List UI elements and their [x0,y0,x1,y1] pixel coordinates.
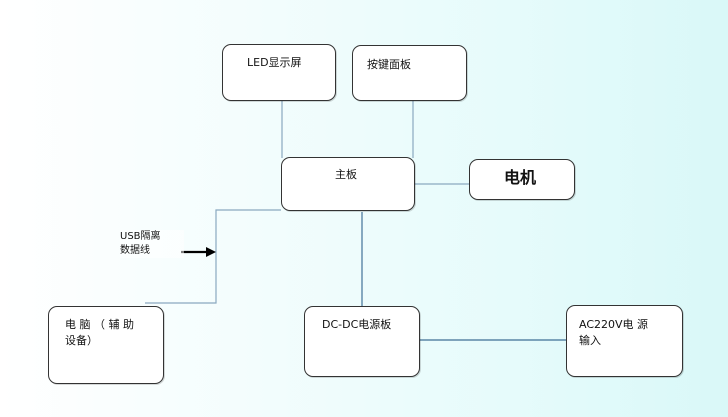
key-panel-box: 按键面板 [352,45,467,101]
mainboard-label: 主板 [335,168,357,181]
usb-label-line2: 数据线 [120,245,150,256]
led-display-label: LED显示屏 [247,56,302,69]
computer-box: 电 脑 （ 辅 助 设备） [48,306,164,384]
dcdc-power-board-box: DC-DC电源板 [304,306,420,377]
led-display-box: LED显示屏 [222,44,336,101]
ac-input-box: AC220V电 源 输入 [566,305,683,377]
motor-box: 电机 [469,159,575,200]
computer-label-line2: 设备） [65,334,98,347]
motor-label: 电机 [504,168,537,187]
dcdc-power-board-label: DC-DC电源板 [322,318,392,331]
usb-label-line1: USB隔离 [120,231,161,242]
ac-input-label-line2: 输入 [579,334,601,347]
usb-arrow-head [206,247,216,257]
ac-input-label-line1: AC220V电 源 [579,318,649,331]
line-mainboard-to-computer [145,209,281,304]
key-panel-label: 按键面板 [367,58,411,71]
computer-label-line1: 电 脑 （ 辅 助 [65,318,134,331]
mainboard-box: 主板 [281,157,415,211]
usb-isolated-cable-label: USB隔离 数据线 [120,230,184,258]
